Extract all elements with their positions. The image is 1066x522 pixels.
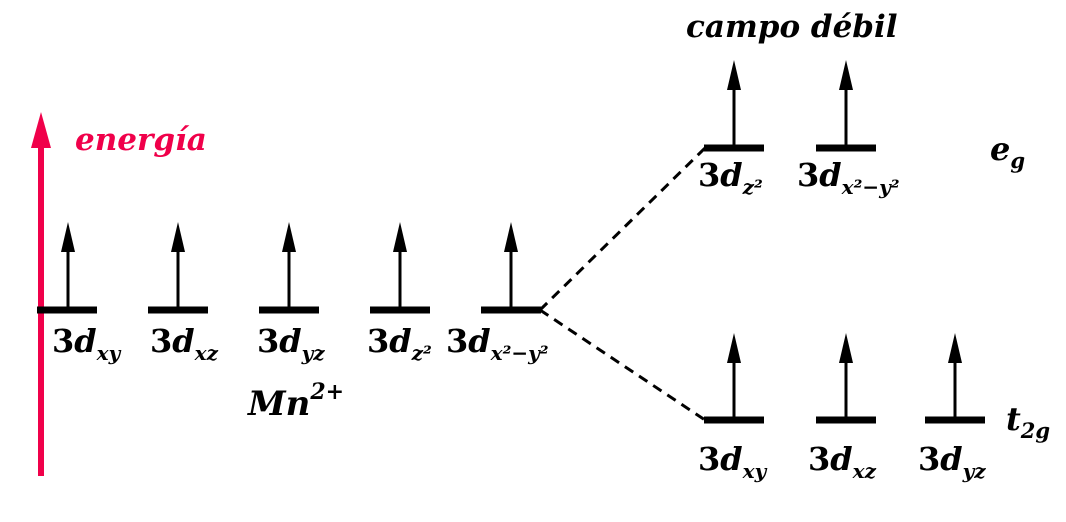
orbital: 3dx²−y²: [797, 60, 900, 199]
orbital-label-subscript: x²−y²: [490, 341, 549, 365]
orbital-label: 3dyz: [918, 440, 986, 483]
arrowhead-icon: [171, 222, 185, 252]
orbital-label: 3dx²−y²: [797, 156, 900, 199]
orbital: 3dxz: [148, 222, 219, 365]
orbital-label-number: 3: [52, 322, 74, 360]
arrowhead-icon: [839, 60, 853, 90]
orbital-label-subscript: xz: [852, 459, 877, 483]
orbital-label: 3dyz: [257, 322, 325, 365]
orbital-label: 3dz²: [367, 322, 432, 365]
orbital-label: 3dxy: [52, 322, 122, 365]
orbital: 3dxz: [808, 333, 877, 483]
orbital: 3dyz: [257, 222, 325, 365]
orbital-label-d: d: [940, 440, 962, 478]
orbital-label-subscript: xy: [742, 459, 768, 483]
arrowhead-icon: [504, 222, 518, 252]
arrowhead-icon: [61, 222, 75, 252]
ion-charge: 2+: [309, 379, 344, 405]
orbital: 3dxy: [37, 222, 122, 365]
orbital-label-subscript: xy: [96, 341, 122, 365]
orbital-label-number: 3: [698, 156, 720, 194]
arrowhead-icon: [727, 60, 741, 90]
orbital-label-d: d: [468, 322, 490, 360]
orbital-label-number: 3: [918, 440, 940, 478]
orbital-label-d: d: [389, 322, 411, 360]
energy-axis: [31, 112, 51, 476]
arrowhead-icon: [727, 333, 741, 363]
t2g-group-label: t2g: [1006, 400, 1050, 443]
arrowhead-icon: [282, 222, 296, 252]
correlation-line-eg: [538, 146, 707, 312]
orbital-label: 3dx²−y²: [446, 322, 549, 365]
orbital: 3dx²−y²: [446, 222, 549, 365]
orbital-label-d: d: [74, 322, 96, 360]
correlation-line-t2g: [539, 308, 706, 422]
orbital-label: 3dxy: [698, 440, 768, 483]
orbital-label-number: 3: [808, 440, 830, 478]
ion-symbol: Mn: [247, 384, 310, 424]
orbital-label-d: d: [830, 440, 852, 478]
orbital-label-subscript: z²: [411, 341, 432, 365]
arrowhead-icon: [948, 333, 962, 363]
orbital: 3dz²: [698, 60, 764, 199]
diagram-title: campo débil: [686, 9, 898, 45]
orbital-label-number: 3: [257, 322, 279, 360]
ion-label: Mn2+: [247, 379, 344, 424]
orbital: 3dz²: [367, 222, 432, 365]
orbital-label-d: d: [172, 322, 194, 360]
orbital-label: 3dz²: [698, 156, 763, 199]
orbital: 3dyz: [918, 333, 986, 483]
orbital-label-d: d: [720, 440, 742, 478]
orbital-label-subscript: xz: [194, 341, 219, 365]
orbital-label-subscript: z²: [742, 175, 763, 199]
orbital-label-d: d: [720, 156, 742, 194]
orbital-label-d: d: [819, 156, 841, 194]
orbital-label: 3dxz: [150, 322, 219, 365]
orbital-label-subscript: yz: [301, 341, 326, 365]
orbital-label-number: 3: [367, 322, 389, 360]
orbital-label-subscript: yz: [962, 459, 987, 483]
energy-axis-arrowhead: [31, 112, 51, 148]
orbital-label-number: 3: [446, 322, 468, 360]
orbital: 3dxy: [698, 333, 768, 483]
orbital-label-number: 3: [797, 156, 819, 194]
orbital-label: 3dxz: [808, 440, 877, 483]
eg-group-label: eg: [990, 130, 1025, 173]
orbital-label-d: d: [279, 322, 301, 360]
orbital-label-number: 3: [150, 322, 172, 360]
arrowhead-icon: [839, 333, 853, 363]
arrowhead-icon: [393, 222, 407, 252]
orbital-label-number: 3: [698, 440, 720, 478]
orbital-label-subscript: x²−y²: [841, 175, 900, 199]
energy-label: energía: [75, 122, 207, 158]
